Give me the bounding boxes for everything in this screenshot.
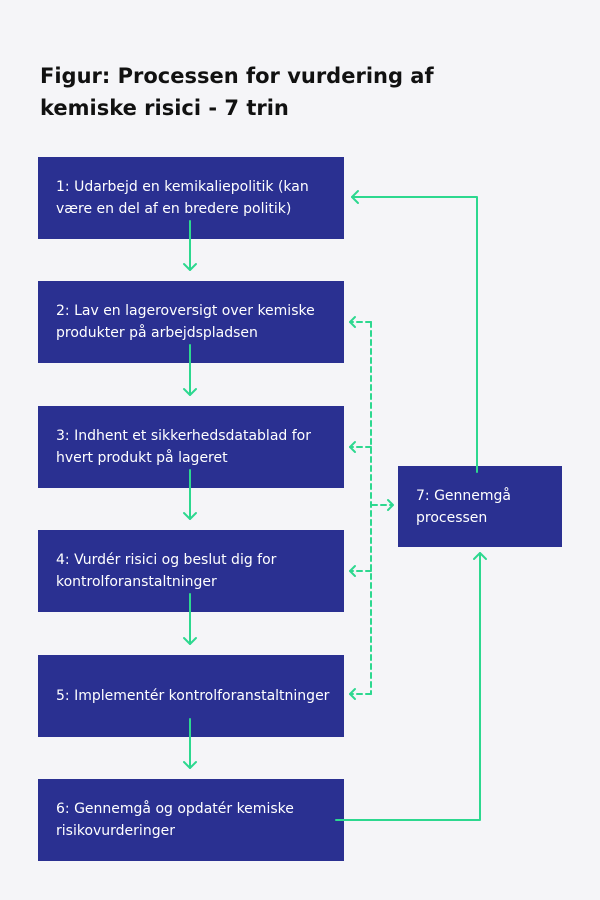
step-label-5: 5: Implementér kontrolforanstaltninger [56, 688, 330, 704]
step-box-2: 2: Lav en lageroversigt over kemiske pro… [38, 281, 344, 363]
arrowhead-to-step7-dashed [387, 499, 394, 511]
arrowhead-to-step4-dashed [349, 565, 356, 577]
step-label-7: 7: Gennemgå processen [416, 487, 511, 526]
step-box-3: 3: Indhent et sikkerhedsdatablad for hve… [38, 406, 344, 488]
step-box-7: 7: Gennemgå processen [398, 466, 562, 547]
step-label-6: 6: Gennemgå og opdatér kemiske risikovur… [56, 801, 294, 839]
step-box-4: 4: Vurdér risici og beslut dig for kontr… [38, 530, 344, 612]
step-box-1: 1: Udarbejd en kemikaliepolitik (kan vær… [38, 157, 344, 239]
step-box-6: 6: Gennemgå og opdatér kemiske risikovur… [38, 779, 344, 861]
arrow-step7-to-step1 [351, 190, 478, 473]
step-label-4: 4: Vurdér risici og beslut dig for kontr… [56, 552, 277, 590]
arrow-step6-to-step7 [335, 552, 487, 821]
arrowhead-to-step5-dashed [349, 688, 356, 700]
step-label-1: 1: Udarbejd en kemikaliepolitik (kan vær… [56, 179, 309, 217]
arrowhead-to-step2-dashed [349, 316, 356, 328]
page-title: Figur: Processen for vurdering af kemisk… [40, 64, 434, 120]
feedback-arrows-dashed [349, 321, 393, 695]
step-label-2: 2: Lav en lageroversigt over kemiske pro… [56, 303, 315, 341]
step-box-5: 5: Implementér kontrolforanstaltninger [38, 655, 344, 737]
step-label-3: 3: Indhent et sikkerhedsdatablad for hve… [56, 428, 311, 466]
arrowhead-to-step3-dashed [349, 441, 356, 453]
